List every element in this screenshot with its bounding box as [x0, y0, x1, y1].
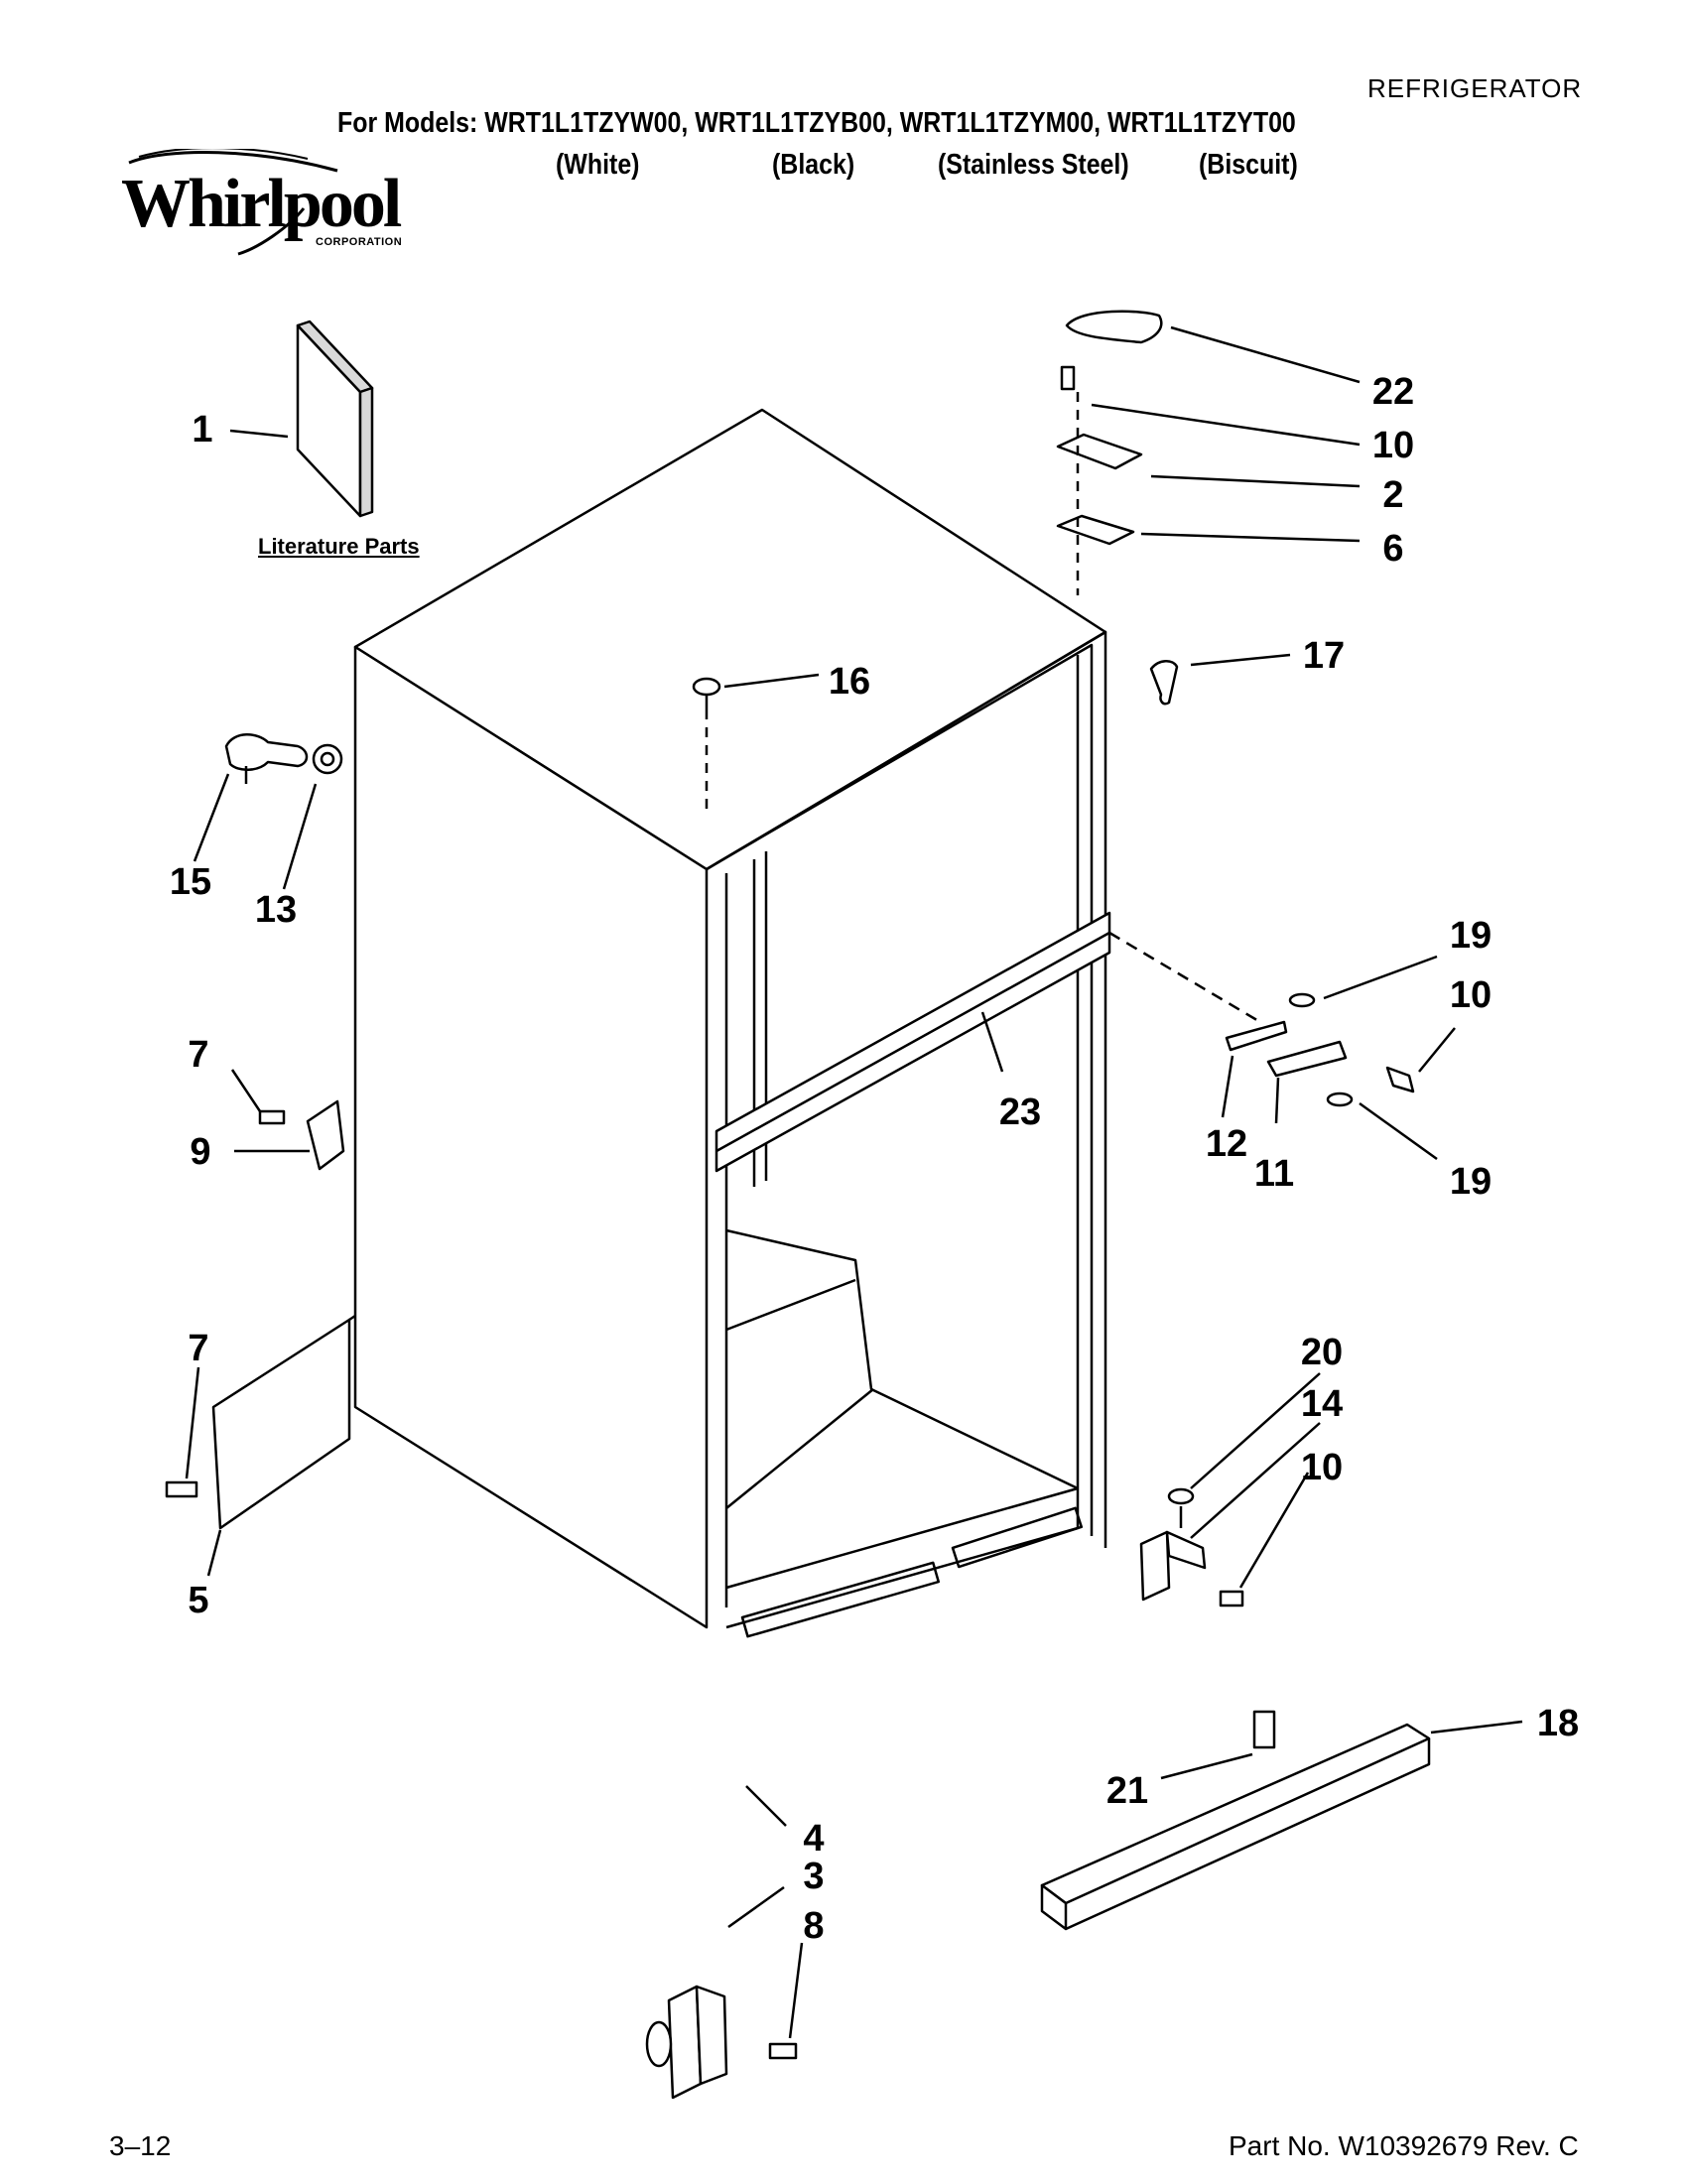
refrigerator-cabinet [353, 408, 1111, 1638]
logo-swirl-icon [128, 149, 338, 256]
callout-22: 22 [1371, 371, 1415, 413]
callout-11: 11 [1253, 1153, 1295, 1195]
callout-13: 13 [254, 889, 298, 931]
callout-16: 16 [828, 661, 871, 703]
page-number: 3–12 [109, 2130, 172, 2161]
callout-23: 23 [998, 1092, 1042, 1133]
logo-corporation: CORPORATION [316, 236, 403, 248]
callout-10-top: 10 [1371, 425, 1415, 466]
callout-7-upper: 7 [188, 1034, 209, 1076]
callout-17: 17 [1302, 635, 1346, 677]
callout-15: 15 [169, 861, 212, 903]
hinge-pin-left [224, 733, 343, 784]
literature-booklet [296, 320, 374, 518]
lower-hinge-right [1139, 1487, 1244, 1607]
callout-19-bottom: 19 [1449, 1161, 1493, 1203]
callout-7-lower: 7 [188, 1328, 209, 1369]
cover-panel-5 [165, 1314, 356, 1530]
callout-20: 20 [1300, 1332, 1344, 1373]
callout-1: 1 [192, 409, 213, 450]
callout-12: 12 [1205, 1123, 1248, 1165]
models-line: For Models: WRT1L1TZYW00, WRT1L1TZYB00, … [337, 107, 1296, 139]
callout-14: 14 [1300, 1383, 1344, 1425]
callout-19-top: 19 [1449, 915, 1493, 957]
plug-16 [692, 677, 721, 812]
callout-9: 9 [190, 1131, 211, 1173]
literature-parts-label: Literature Parts [258, 534, 420, 559]
variant-black: (Black) [772, 149, 855, 181]
part-number: Part No. W10392679 Rev. C [1229, 2130, 1579, 2161]
callout-3: 3 [803, 1856, 825, 1897]
top-hinge-assembly [1056, 310, 1179, 706]
callout-18: 18 [1536, 1703, 1580, 1744]
callout-2: 2 [1382, 474, 1404, 516]
grille-18 [1040, 1710, 1431, 1931]
callout-10-mid: 10 [1449, 974, 1493, 1016]
callout-5: 5 [188, 1580, 209, 1621]
bracket-9 [258, 1099, 345, 1171]
variant-stainless: (Stainless Steel) [938, 149, 1129, 181]
variant-white: (White) [556, 149, 640, 181]
callout-8: 8 [803, 1905, 825, 1947]
callout-4: 4 [803, 1818, 825, 1860]
variant-biscuit: (Biscuit) [1199, 149, 1298, 181]
whirlpool-logo: Whirlpool CORPORATION [109, 149, 402, 258]
callout-10-lower: 10 [1300, 1447, 1344, 1488]
lower-hinge-left [645, 1985, 798, 2100]
leader-lines [185, 325, 1523, 2039]
center-hinge-assembly [1108, 931, 1415, 1107]
callout-6: 6 [1382, 528, 1404, 570]
callout-21: 21 [1105, 1770, 1149, 1812]
logo-word: Whirlpool [121, 166, 402, 242]
page-category: REFRIGERATOR [1367, 73, 1583, 103]
